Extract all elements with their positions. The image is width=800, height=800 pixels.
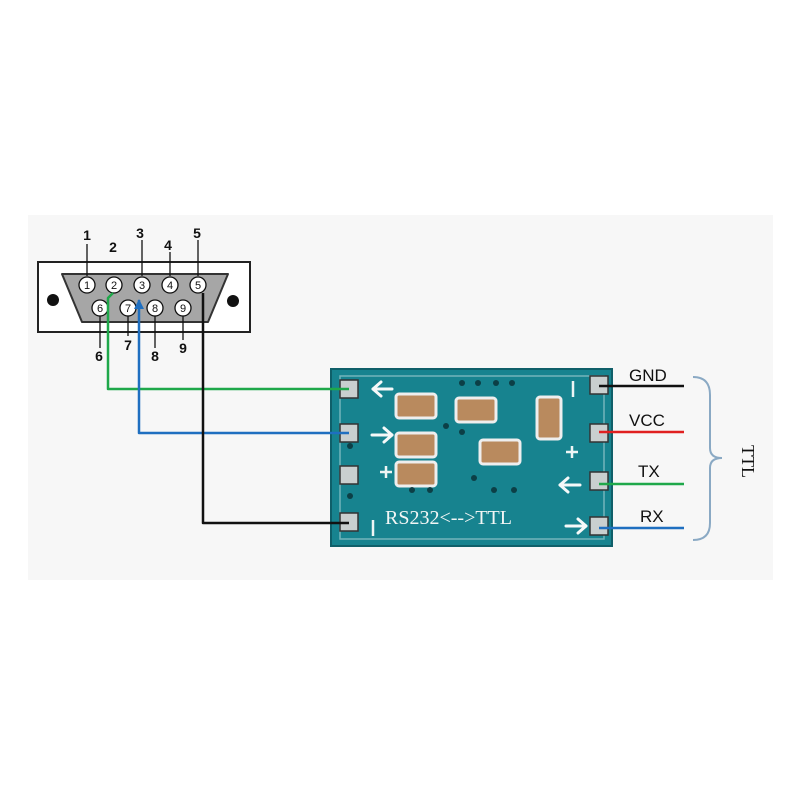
db9-number-4: 4 — [164, 237, 172, 253]
arrow-left-icon — [558, 476, 582, 494]
db9-number-9: 9 — [179, 340, 187, 356]
db9-number-7: 7 — [124, 337, 132, 353]
blue-wire — [137, 300, 349, 435]
smd-capacitors — [394, 392, 563, 488]
db9-pin-5: 5 — [189, 276, 207, 294]
db9-pin-1: 1 — [78, 276, 96, 294]
mounting-hole-right — [227, 295, 239, 307]
pcb-vias — [347, 380, 517, 499]
arrow-right-icon — [370, 426, 394, 444]
db9-pin-8: 8 — [146, 299, 164, 317]
db9-pin-2: 2 — [105, 276, 123, 294]
tx-label: TX — [638, 462, 660, 481]
svg-text:3: 3 — [139, 280, 145, 292]
rs232-ttl-module: RS232<-->TTL — [330, 368, 613, 547]
db9-pin-4: 4 — [161, 276, 179, 294]
svg-text:8: 8 — [152, 303, 158, 315]
db9-pin-7: 7 — [119, 299, 137, 317]
db9-pin-6: 6 — [91, 299, 109, 317]
db9-number-3: 3 — [136, 225, 144, 241]
silkscreen-marks — [371, 381, 578, 536]
module-silkscreen-label: RS232<-->TTL — [385, 507, 512, 529]
db9-number-2: 2 — [109, 239, 117, 255]
ttl-output-wires — [599, 384, 684, 530]
black-wire — [201, 293, 349, 525]
mounting-hole-left — [47, 294, 59, 306]
rx-label: RX — [640, 507, 664, 526]
vcc-label: VCC — [629, 411, 665, 430]
db9-pin-9: 9 — [174, 299, 192, 317]
db9-pin-3: 3 — [133, 276, 151, 294]
db9-number-6: 6 — [95, 348, 103, 364]
svg-text:5: 5 — [195, 280, 201, 292]
db9-number-8: 8 — [151, 348, 159, 364]
arrow-right-icon — [564, 517, 588, 535]
gnd-label: GND — [629, 366, 667, 385]
ttl-group-brace — [692, 376, 723, 541]
pin-leader-lines — [86, 240, 199, 348]
db9-connector: 1 2 3 4 5 6 7 8 9 1 2 3 4 5 6 7 8 9 — [37, 225, 251, 364]
svg-text:4: 4 — [167, 280, 173, 292]
db9-number-1: 1 — [83, 227, 91, 243]
ttl-group-label: TTL — [738, 445, 758, 478]
arrow-left-icon — [371, 380, 394, 398]
svg-text:7: 7 — [125, 303, 131, 315]
svg-text:9: 9 — [180, 303, 186, 315]
svg-text:6: 6 — [97, 303, 103, 315]
db9-to-module-wires — [106, 292, 349, 525]
green-wire — [106, 292, 349, 391]
svg-text:2: 2 — [111, 280, 117, 292]
blue-wire-arrowhead — [134, 299, 144, 309]
svg-text:1: 1 — [84, 280, 90, 292]
db9-number-5: 5 — [193, 225, 201, 241]
